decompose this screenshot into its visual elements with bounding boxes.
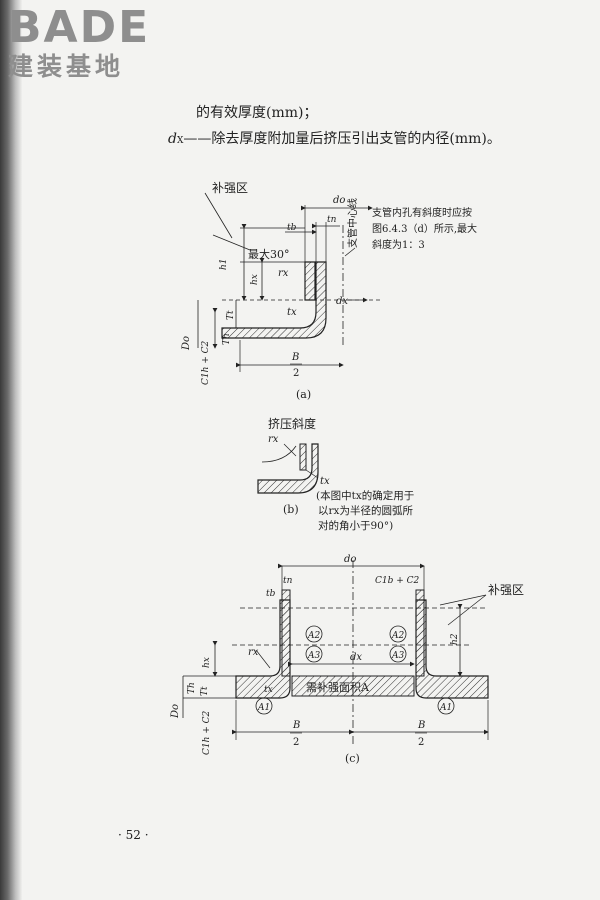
dx-definition: ——除去厚度附加量后挤压引出支管的内径(mm)。 bbox=[183, 131, 501, 147]
fig-c-area-label: 需补强面积A bbox=[306, 681, 370, 694]
fig-a-tt-label: Tt bbox=[226, 310, 236, 320]
fig-b-header-wall bbox=[257, 443, 319, 494]
fig-c-header-wall-right bbox=[415, 599, 489, 699]
fig-a-note-line3: 斜度为1：3 bbox=[372, 238, 425, 251]
fig-a-max30-label: 最大30° bbox=[248, 247, 290, 261]
fig-b-caption: (b) bbox=[283, 503, 299, 516]
fig-c-c2-label: C1h + C2 bbox=[202, 710, 212, 755]
fig-a-c-label: C1h + C2 bbox=[201, 340, 211, 385]
fig-c-hx-label: hx bbox=[202, 657, 212, 668]
watermark-subtitle: 建装基地 bbox=[8, 52, 125, 81]
fig-c-a2-right-label: A2 bbox=[391, 631, 404, 641]
fig-c-a3-left-label: A3 bbox=[307, 651, 320, 661]
fig-b-rx-label: rx bbox=[268, 434, 279, 445]
fig-c-dx-label: dx bbox=[350, 652, 362, 663]
text-line-2: dX——除去厚度附加量后挤压引出支管的内径(mm)。 bbox=[168, 128, 501, 148]
fig-a-dx-label: dx bbox=[336, 296, 348, 307]
fig-a-hx-label: hx bbox=[250, 274, 260, 285]
fig-b-note-line2: 以rx为半径的圆弧所 bbox=[318, 504, 413, 517]
fig-c-b-right-label: B bbox=[417, 720, 425, 731]
book-binding-shadow bbox=[0, 0, 22, 900]
fig-b-tx-label: tx bbox=[320, 476, 330, 487]
fig-b-title: 挤压斜度 bbox=[268, 416, 316, 431]
dx-subscript: X bbox=[176, 136, 184, 146]
fig-a-caption: (a) bbox=[296, 388, 311, 401]
fig-a-do-label: do bbox=[333, 195, 345, 206]
fig-c-two-left-label: 2 bbox=[293, 737, 299, 748]
page-number: · 52 · bbox=[118, 828, 149, 842]
fig-a-tb-label: tb bbox=[287, 223, 297, 233]
fig-b-note-line1: (本图中tx的确定用于 bbox=[316, 489, 414, 502]
fig-c-rx-label: rx bbox=[248, 647, 259, 658]
figure-b: 挤压斜度 rx tx (本图中tx的确定用于 以rx为半径的圆弧所 对的角小于9… bbox=[257, 416, 414, 532]
text-line-1: 的有效厚度(mm)； bbox=[196, 105, 318, 121]
fig-a-tn-label: tn bbox=[327, 215, 337, 225]
fig-c-b-left-label: B bbox=[292, 720, 300, 731]
fig-a-two-label: 2 bbox=[293, 368, 299, 379]
watermark-brand: BADE bbox=[8, 2, 151, 53]
fig-b-note-line3: 对的角小于90°) bbox=[318, 519, 393, 532]
fig-c-tb-label: tb bbox=[266, 589, 276, 599]
fig-c-zone-label: 补强区 bbox=[488, 583, 524, 597]
fig-c-branch-wall-left bbox=[281, 589, 291, 677]
fig-a-do-vertical-label: Do bbox=[181, 336, 192, 351]
fig-a-note-line2: 图6.4.3（d）所示,最大 bbox=[372, 222, 477, 235]
figure-a: 补强区 do tb tn 最大30° 支管内孔有斜度时应按 图6.4.3（d）所… bbox=[181, 181, 477, 401]
fig-a-branch-wall bbox=[304, 261, 316, 301]
dx-symbol: d bbox=[168, 131, 177, 147]
fig-a-th-label: Th bbox=[222, 333, 232, 345]
fig-c-tn-label: tn bbox=[283, 576, 293, 586]
fig-c-th-label: Th bbox=[187, 682, 197, 694]
fig-c-do-vertical-label: Do bbox=[170, 704, 181, 719]
fig-a-h1-label: h1 bbox=[219, 258, 229, 270]
watermark-logo: BADE 建装基地 bbox=[8, 6, 150, 84]
fig-c-a1-left-label: A1 bbox=[257, 703, 270, 713]
fig-c-a3-right-label: A3 bbox=[391, 651, 404, 661]
fig-a-centerline-label: 支管中心线 bbox=[346, 198, 359, 248]
fig-c-c-label: C1b + C2 bbox=[375, 576, 420, 586]
fig-a-note-line1: 支管内孔有斜度时应按 bbox=[372, 206, 472, 219]
fig-a-rx-label: rx bbox=[278, 268, 289, 279]
fig-a-b-label: B bbox=[291, 352, 299, 363]
fig-c-a1-right-label: A1 bbox=[439, 703, 452, 713]
fig-c-do-label: do bbox=[344, 554, 356, 565]
fig-c-branch-wall-right bbox=[415, 589, 425, 677]
fig-c-a2-left-label: A2 bbox=[307, 631, 320, 641]
fig-c-tx-label: tx bbox=[264, 685, 273, 695]
fig-a-tx-label: tx bbox=[287, 307, 297, 318]
fig-c-two-right-label: 2 bbox=[418, 737, 424, 748]
fig-a-zone-label: 补强区 bbox=[212, 181, 248, 195]
fig-c-caption: (c) bbox=[345, 752, 360, 765]
fig-c-h2-label: h2 bbox=[450, 633, 460, 645]
figure-c: do tn tb C1b + C2 补强区 A2 A3 A2 A3 A1 A1 … bbox=[170, 554, 524, 765]
fig-c-tt-label: Tt bbox=[200, 686, 210, 696]
